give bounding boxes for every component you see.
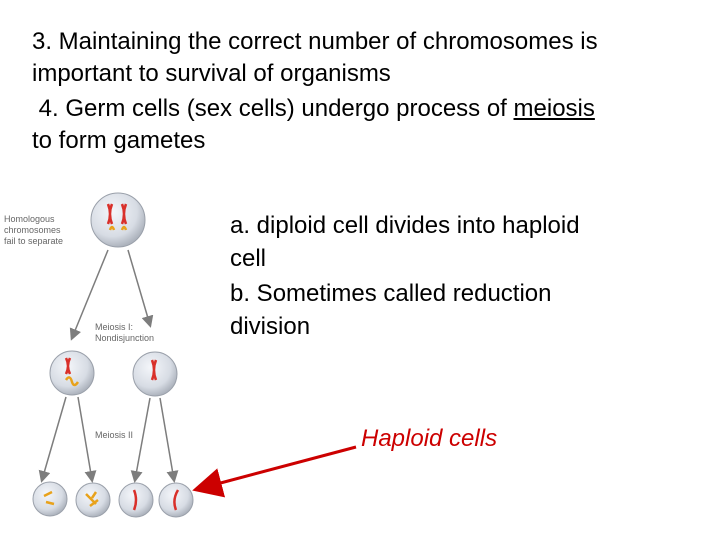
gamete-cell-3 bbox=[118, 482, 154, 518]
point-3-line-2: important to survival of organisms bbox=[32, 60, 391, 87]
caption-homologous-2: chromosomes bbox=[4, 225, 61, 235]
daughter-cell-left bbox=[49, 350, 95, 396]
gamete-cell-1 bbox=[32, 481, 68, 517]
subpoint-a-line-2: cell bbox=[230, 245, 267, 272]
subpoint-a-line-1: a. diploid cell divides into haploid bbox=[230, 212, 580, 239]
gamete-cell-2 bbox=[75, 482, 111, 518]
meiosis-term: meiosis bbox=[513, 95, 595, 122]
caption-meiosis-2: Meiosis II bbox=[95, 430, 133, 440]
parent-cell bbox=[90, 192, 146, 248]
subpoint-b-line-1: b. Sometimes called reduction bbox=[230, 280, 552, 307]
caption-meiosis-1-line-1: Meiosis I: bbox=[95, 322, 133, 332]
point-4-text: 4. Germ cells (sex cells) undergo proces… bbox=[32, 95, 514, 122]
caption-homologous-3: fail to separate bbox=[4, 236, 63, 246]
daughter-cell-right bbox=[132, 351, 178, 397]
caption-homologous-1: Homologous bbox=[4, 214, 55, 224]
subpoint-b-line-2: division bbox=[230, 313, 311, 340]
meiosis-nondisjunction-diagram: Homologous chromosomes fail to separate … bbox=[4, 192, 194, 518]
point-4-line-1: 4. Germ cells (sex cells) undergo proces… bbox=[32, 93, 595, 125]
gamete-cell-4 bbox=[158, 482, 194, 518]
haploid-cells-label: Haploid cells bbox=[361, 425, 498, 452]
point-4-line-2: to form gametes bbox=[32, 127, 206, 154]
caption-meiosis-1-line-2: Nondisjunction bbox=[95, 333, 154, 343]
point-3-line-1: 3. Maintaining the correct number of chr… bbox=[32, 28, 598, 55]
